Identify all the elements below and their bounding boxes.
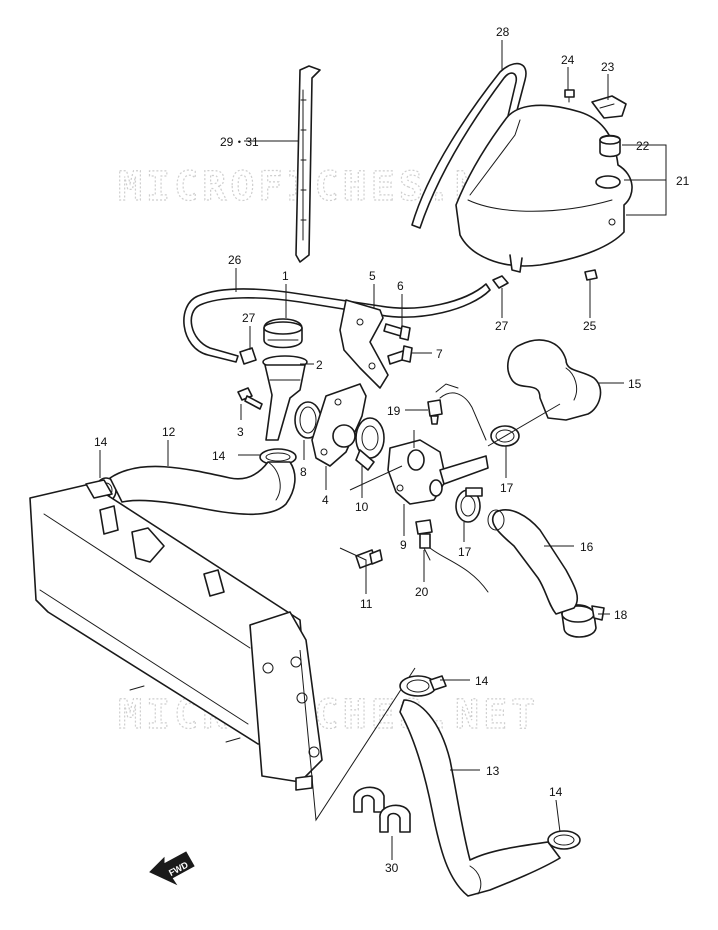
hose-part-16 — [487, 509, 579, 615]
overflow-hose-part-26 — [183, 283, 491, 363]
callout-22: 22 — [636, 139, 650, 153]
callout-29-31: 29・31 — [220, 135, 259, 149]
screw-part-24 — [564, 89, 575, 103]
thermostat-part-10 — [355, 417, 385, 471]
callout-4: 4 — [322, 493, 329, 507]
hose-part-15 — [507, 339, 602, 421]
reservoir-tank-part-21 — [455, 104, 633, 273]
callout-16: 16 — [580, 540, 594, 554]
callout-5: 5 — [369, 269, 376, 283]
callout-14-middle: 14 — [212, 449, 226, 463]
clamp-part-14-d — [547, 830, 581, 850]
callout-6: 6 — [397, 279, 404, 293]
callout-23: 23 — [601, 60, 615, 74]
watermark-bottom: MICROFICHES.NET — [118, 692, 539, 738]
clamp-part-14-c — [399, 675, 447, 697]
callout-7: 7 — [436, 347, 443, 361]
callout-17-upper: 17 — [500, 481, 514, 495]
pointer-lines-30 — [299, 649, 416, 822]
clamp-part-17-lower — [455, 487, 483, 523]
thermostat-housing-part-9 — [387, 439, 489, 505]
callout-21: 21 — [676, 174, 690, 188]
callout-9: 9 — [400, 538, 407, 552]
thermostat-cover-part-4 — [311, 383, 367, 467]
radiator-core — [29, 479, 323, 791]
callout-26: 26 — [228, 253, 242, 267]
callout-1: 1 — [282, 269, 289, 283]
sensor-part-19 — [427, 383, 487, 441]
bolt-part-7 — [387, 345, 413, 365]
callout-25: 25 — [583, 319, 597, 333]
callout-27-left: 27 — [242, 311, 256, 325]
callout-12: 12 — [162, 425, 176, 439]
callout-28: 28 — [496, 25, 510, 39]
hose-part-12 — [109, 461, 296, 516]
callout-17-lower: 17 — [458, 545, 472, 559]
callout-8: 8 — [300, 465, 307, 479]
bracket-part-5 — [339, 299, 389, 389]
callout-labels: 29・31 28 24 23 22 21 25 27 26 27 1 2 5 6… — [94, 25, 690, 875]
bolt-part-3 — [237, 387, 263, 410]
clamp-part-27-right — [492, 275, 509, 289]
bolt-part-11 — [355, 549, 383, 569]
callout-27-right: 27 — [495, 319, 509, 333]
radiator-cap-part-1 — [263, 318, 303, 349]
clamp-part-27-left — [239, 347, 257, 365]
callout-14-right: 14 — [549, 785, 563, 799]
bolt-part-6 — [383, 323, 411, 341]
callout-19: 19 — [387, 404, 401, 418]
callout-20: 20 — [415, 585, 429, 599]
strap-part-29-31 — [295, 65, 321, 263]
forward-direction-arrow: FWD — [149, 851, 195, 886]
callout-18: 18 — [614, 608, 628, 622]
callout-2: 2 — [316, 358, 323, 372]
callout-14-left: 14 — [94, 435, 108, 449]
callout-15: 15 — [628, 377, 642, 391]
clip-part-30 — [353, 786, 411, 833]
callout-3: 3 — [237, 425, 244, 439]
hose-part-13 — [399, 699, 561, 897]
filler-neck-part-2 — [262, 355, 308, 441]
callout-10: 10 — [355, 500, 369, 514]
sensor-part-20 — [415, 519, 489, 593]
callout-14-lower-hose: 14 — [475, 674, 489, 688]
o-ring-part-8 — [294, 401, 322, 439]
bracket-part-23 — [591, 95, 627, 119]
callout-24: 24 — [561, 53, 575, 67]
screw-part-25 — [584, 269, 598, 291]
clamp-part-14-b — [259, 448, 297, 466]
callout-11: 11 — [360, 597, 373, 611]
leader-lines — [99, 40, 667, 860]
callout-13: 13 — [486, 764, 500, 778]
callout-30: 30 — [385, 861, 399, 875]
reservoir-cap-part-22 — [599, 134, 621, 158]
